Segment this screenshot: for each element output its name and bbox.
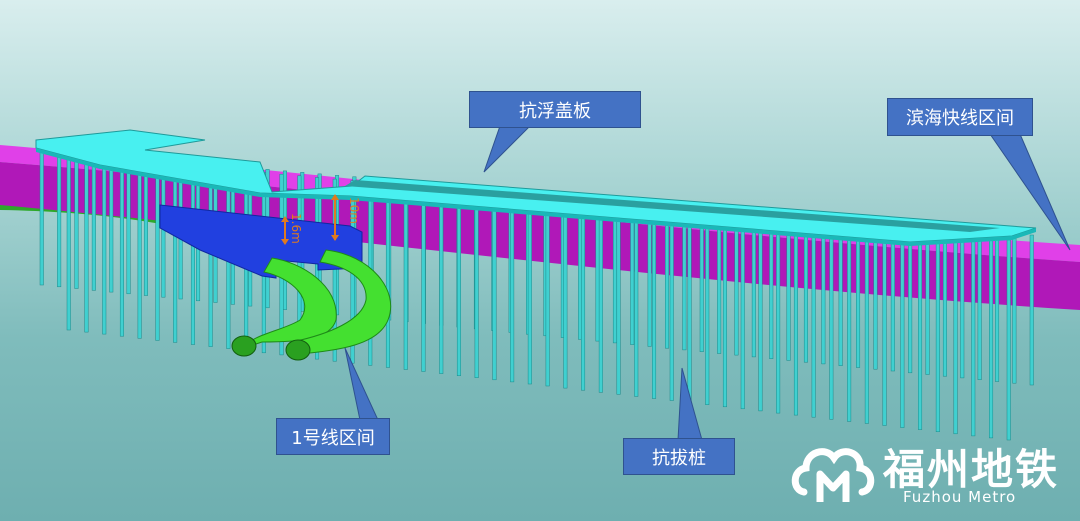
pile xyxy=(995,231,1000,382)
pile xyxy=(1006,239,1011,441)
pile xyxy=(758,217,763,412)
pile xyxy=(421,186,426,372)
pile xyxy=(687,210,692,403)
pile xyxy=(925,225,930,375)
binhai-tunnel-callout: 滨海快线区间 xyxy=(887,98,1033,136)
pile xyxy=(634,206,639,397)
cover-plate-pointer xyxy=(483,125,532,173)
pile xyxy=(776,218,781,414)
pile xyxy=(332,178,337,362)
line1-tunnel-callout: 1号线区间 xyxy=(276,418,390,455)
pile xyxy=(900,230,905,428)
pile xyxy=(942,227,947,377)
pile xyxy=(439,188,444,374)
pile xyxy=(39,149,44,286)
pile xyxy=(918,231,923,430)
pile xyxy=(953,234,958,435)
pile xyxy=(873,221,878,370)
pile xyxy=(722,214,727,408)
cloud-logo-icon xyxy=(791,448,875,502)
pile xyxy=(84,156,89,333)
pile xyxy=(838,218,843,366)
cover-plate-slot xyxy=(345,180,1000,232)
line1-tunnel-left xyxy=(243,257,337,349)
pile xyxy=(908,224,913,374)
pile xyxy=(126,157,131,295)
pile xyxy=(935,233,940,432)
pile xyxy=(74,152,79,289)
pile xyxy=(652,207,657,399)
pile xyxy=(1012,233,1017,384)
dimension-10m-arrow-bottom xyxy=(331,235,339,241)
station-frame xyxy=(159,204,363,279)
pile xyxy=(119,159,124,337)
pile xyxy=(811,222,816,418)
pile xyxy=(864,226,869,424)
pile xyxy=(545,198,550,387)
pile xyxy=(109,155,114,293)
fuzhou-metro-logo: 福州地铁 Fuzhou Metro xyxy=(790,430,1075,518)
pile xyxy=(989,238,994,439)
pile xyxy=(581,201,586,391)
cover-plate-callout: 抗浮盖板 xyxy=(469,91,641,128)
pile xyxy=(971,236,976,437)
pile xyxy=(821,216,826,365)
line1-tunnel-left-end xyxy=(231,335,257,357)
pile xyxy=(847,225,852,422)
pile xyxy=(385,183,390,368)
pile xyxy=(598,202,603,393)
pile xyxy=(510,194,515,383)
pile xyxy=(190,165,195,345)
pile xyxy=(960,228,965,379)
pile xyxy=(616,204,621,395)
pile xyxy=(173,164,178,343)
pile xyxy=(155,162,160,341)
pile xyxy=(102,157,107,335)
logo-name-cn: 福州地铁 xyxy=(883,445,1060,494)
pile xyxy=(91,154,96,291)
line1-tunnel-right-end xyxy=(285,339,311,361)
pile xyxy=(740,215,745,410)
logo-name-en: Fuzhou Metro xyxy=(903,488,1017,506)
pile xyxy=(66,154,71,331)
pile xyxy=(1029,234,1034,386)
pile xyxy=(208,167,213,347)
dimension-1-6m-arrow-top xyxy=(281,216,289,222)
pile xyxy=(977,230,982,380)
pile xyxy=(793,220,798,416)
pile xyxy=(563,199,568,389)
pile xyxy=(492,193,497,381)
pile xyxy=(890,222,895,372)
piles-callout: 抗拔桩 xyxy=(623,438,735,475)
pile xyxy=(456,190,461,376)
pile xyxy=(403,185,408,370)
pile xyxy=(143,158,148,296)
pile xyxy=(882,228,887,426)
dimension-1-6m-arrow-bottom xyxy=(281,239,289,245)
pile xyxy=(669,209,674,401)
pile xyxy=(527,196,532,385)
dimension-10m-arrow-top xyxy=(331,194,339,200)
pile xyxy=(57,151,62,288)
pile xyxy=(829,223,834,420)
line1-pointer xyxy=(344,347,379,421)
dimension-10m-label: 10m xyxy=(347,197,361,224)
binhai-tunnel-tube-bottom xyxy=(0,162,1080,310)
pile xyxy=(474,191,479,378)
dimension-1-6m-label: 1.6m xyxy=(289,213,303,244)
pile xyxy=(803,215,808,363)
pile xyxy=(856,219,861,368)
pile xyxy=(705,212,710,405)
pile xyxy=(137,161,142,339)
